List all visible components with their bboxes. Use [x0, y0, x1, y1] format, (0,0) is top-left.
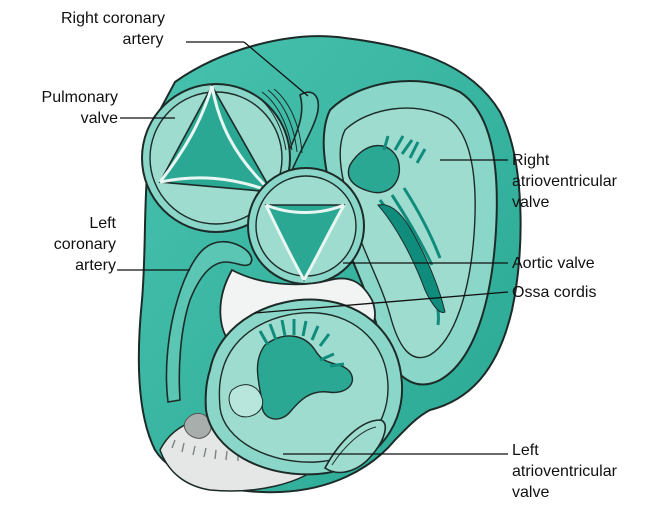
aortic-valve-shape — [248, 168, 364, 284]
label-right-av-valve: Right atrioventricular valve — [512, 150, 657, 213]
label-left-av-line1: Left — [512, 440, 657, 461]
label-left-av-valve: Left atrioventricular valve — [512, 440, 657, 503]
label-left-coronary-line1: Left — [10, 213, 116, 234]
label-right-coronary-line1: Right coronary — [38, 8, 188, 29]
label-pulmonary-line2: valve — [10, 108, 118, 129]
label-aortic-line: Aortic valve — [512, 253, 657, 274]
label-left-coronary-artery: Left coronary artery — [10, 213, 116, 276]
label-right-coronary-artery: Right coronary artery — [38, 8, 188, 50]
label-ossa-line: Ossa cordis — [512, 282, 657, 303]
label-pulmonary-valve: Pulmonary valve — [10, 87, 118, 129]
label-ossa-cordis: Ossa cordis — [512, 282, 657, 303]
label-left-av-line2: atrioventricular — [512, 461, 657, 482]
label-right-av-line2: atrioventricular — [512, 171, 657, 192]
label-right-av-line1: Right — [512, 150, 657, 171]
label-pulmonary-line1: Pulmonary — [10, 87, 118, 108]
label-left-coronary-line3: artery — [10, 255, 116, 276]
label-aortic-valve: Aortic valve — [512, 253, 657, 274]
label-right-coronary-line2: artery — [38, 29, 188, 50]
label-left-coronary-line2: coronary — [10, 234, 116, 255]
label-left-av-line3: valve — [512, 482, 657, 503]
label-right-av-line3: valve — [512, 192, 657, 213]
